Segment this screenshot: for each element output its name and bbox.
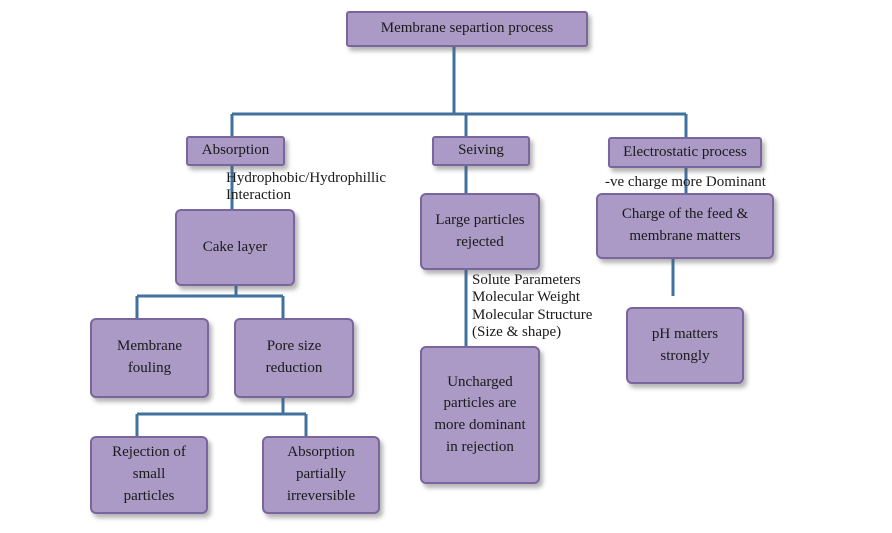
uncharged-particles-label: Uncharged particles are more dominant in… <box>434 373 526 455</box>
rejection-small-node: Rejection of small particles <box>90 436 208 514</box>
cake-layer-label: Cake layer <box>202 238 268 255</box>
seiving-label: Seiving <box>458 142 504 159</box>
seiving-node: Seiving <box>432 136 530 166</box>
root-label: Membrane separtion process <box>380 20 554 37</box>
seiving-note: Solute Parameters Molecular Weight Molec… <box>472 272 593 340</box>
absorption-note: Hydrophobic/Hydrophillic Interaction <box>226 170 386 204</box>
membrane-fouling-label: Membrane fouling <box>117 338 182 376</box>
membrane-fouling-node: Membrane fouling <box>90 318 209 398</box>
charge-feed-node: Charge of the feed & membrane matters <box>596 193 774 259</box>
uncharged-particles-node: Uncharged particles are more dominant in… <box>420 346 540 484</box>
absorption-irreversible-node: Absorption partially irreversible <box>262 436 380 514</box>
pore-size-reduction-label: Pore size reduction <box>265 338 323 376</box>
absorption-label: Absorption <box>201 142 270 159</box>
large-particles-label: Large particles rejected <box>435 211 525 250</box>
electrostatic-note: -ve charge more Dominant <box>605 174 766 190</box>
large-particles-node: Large particles rejected <box>420 193 540 270</box>
ph-matters-node: pH matters strongly <box>626 307 744 384</box>
electrostatic-node: Electrostatic process <box>608 137 762 168</box>
charge-feed-label: Charge of the feed & membrane matters <box>621 206 749 244</box>
root-node: Membrane separtion process <box>346 11 588 47</box>
absorption-node: Absorption <box>186 136 285 166</box>
rejection-small-label: Rejection of small particles <box>112 444 186 504</box>
pore-size-reduction-node: Pore size reduction <box>234 318 354 398</box>
absorption-irreversible-label: Absorption partially irreversible <box>286 444 356 504</box>
electrostatic-label: Electrostatic process <box>623 143 747 160</box>
ph-matters-label: pH matters strongly <box>651 325 719 364</box>
cake-layer-node: Cake layer <box>175 209 295 286</box>
